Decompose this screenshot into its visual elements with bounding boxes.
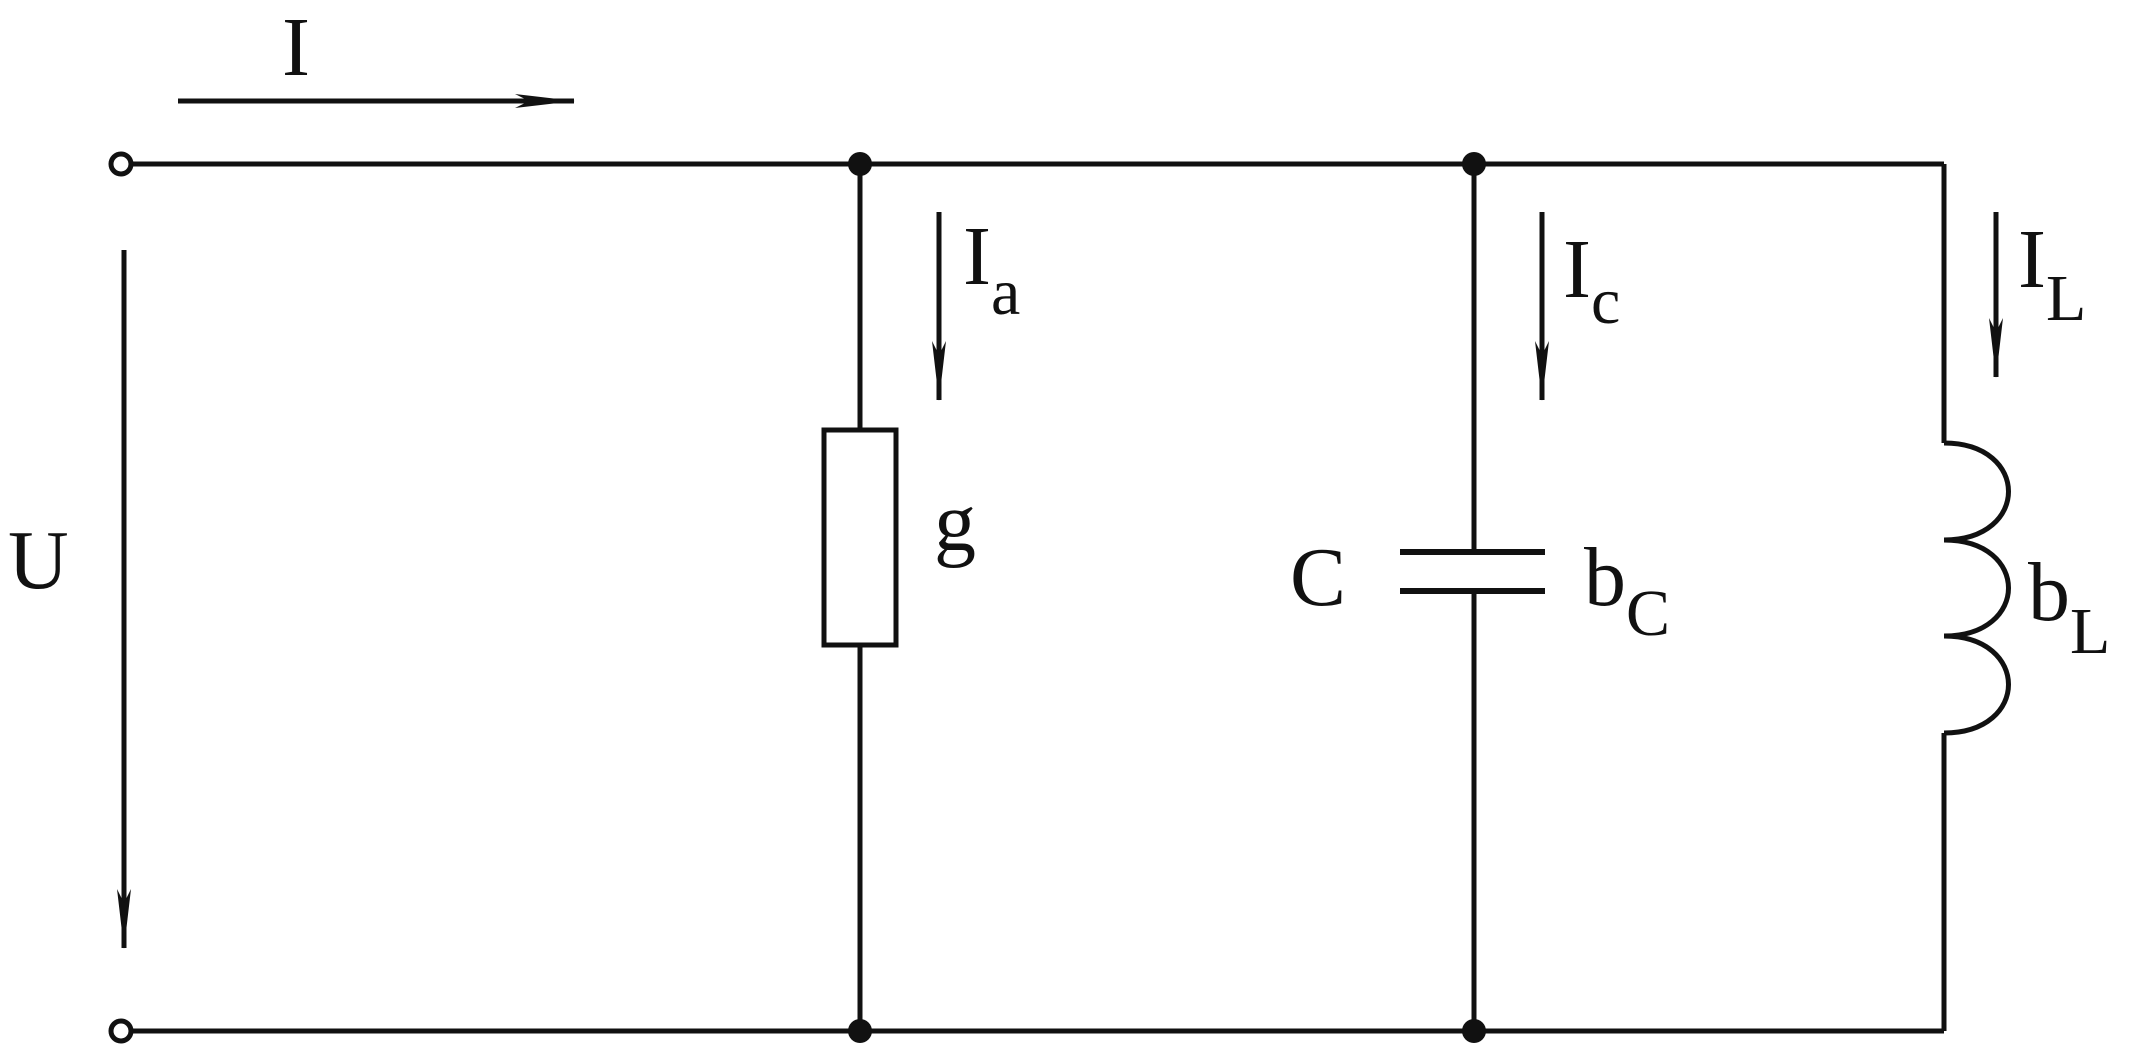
- capacitor-name-label: C: [1290, 531, 1346, 624]
- capacitor-current-main: I: [1563, 223, 1591, 316]
- inductive-susceptance-label: bL: [2028, 546, 2110, 668]
- inductive-susceptance-main: b: [2028, 546, 2070, 639]
- capacitor-current-label: Ic: [1563, 223, 1620, 338]
- input-terminal-bottom: [108, 1018, 134, 1044]
- junction-node: [1462, 1019, 1486, 1043]
- junction-node: [848, 1019, 872, 1043]
- inductor-current-main: I: [2018, 213, 2046, 306]
- junction-node: [1462, 152, 1486, 176]
- inductor-current-label: IL: [2018, 213, 2086, 335]
- capacitive-susceptance-label: bC: [1584, 531, 1670, 650]
- inductor-symbol: [1943, 440, 2011, 736]
- capacitive-susceptance-main: b: [1584, 531, 1626, 624]
- capacitor-current-sub: c: [1591, 265, 1620, 338]
- inductor-current-sub: L: [2046, 262, 2086, 335]
- resistor-current-main: I: [963, 210, 991, 303]
- wires: [131, 161, 1947, 1034]
- junction-node: [848, 152, 872, 176]
- resistor-symbol: [821, 427, 899, 648]
- capacitive-susceptance-sub: C: [1626, 577, 1670, 650]
- junction-nodes: [848, 152, 1486, 1043]
- resistor-current-sub: a: [991, 256, 1020, 329]
- conductance-label: g: [934, 476, 976, 569]
- inductive-susceptance-sub: L: [2070, 595, 2110, 668]
- input-terminal-top: [108, 151, 134, 177]
- resistor-current-label: Ia: [963, 210, 1020, 329]
- capacitor-symbol: [1400, 549, 1545, 594]
- current-arrows: [117, 94, 2003, 949]
- total-current-label: I: [282, 1, 310, 94]
- voltage-label: U: [8, 514, 69, 607]
